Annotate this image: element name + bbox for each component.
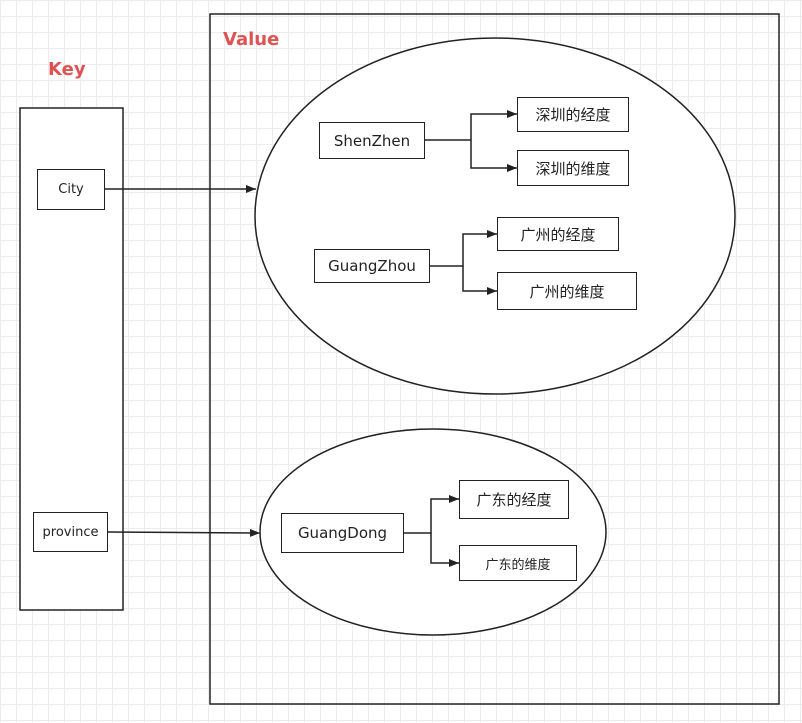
province-to-value-arrow — [107, 528, 261, 537]
guangzhou-node: GuangZhou — [314, 249, 430, 283]
city-value-ellipse — [254, 37, 736, 395]
guangzhou-connector-line — [462, 266, 497, 295]
shenzhen-longitude-node: 深圳的经度 — [517, 97, 629, 132]
shenzhen-connector-line — [425, 110, 517, 141]
key-heading: Key — [48, 59, 86, 80]
guangdong-connector-line — [430, 533, 459, 567]
value-heading: Value — [223, 29, 280, 50]
guangzhou-connector-line — [430, 230, 497, 267]
guangdong-longitude-node: 广东的经度 — [459, 480, 569, 519]
guangzhou-latitude-node: 广州的维度 — [497, 272, 637, 310]
guangdong-latitude-node: 广东的维度 — [459, 545, 577, 581]
guangzhou-longitude-node: 广州的经度 — [497, 217, 619, 251]
value-container — [209, 13, 780, 705]
shenzhen-node: ShenZhen — [319, 122, 425, 159]
province-key-node: province — [33, 512, 108, 552]
guangdong-node: GuangDong — [281, 513, 404, 553]
shenzhen-latitude-node: 深圳的维度 — [517, 150, 629, 186]
guangdong-connector-line — [404, 495, 459, 534]
shenzhen-connector-line — [470, 140, 517, 172]
city-key-node: City — [37, 169, 105, 210]
